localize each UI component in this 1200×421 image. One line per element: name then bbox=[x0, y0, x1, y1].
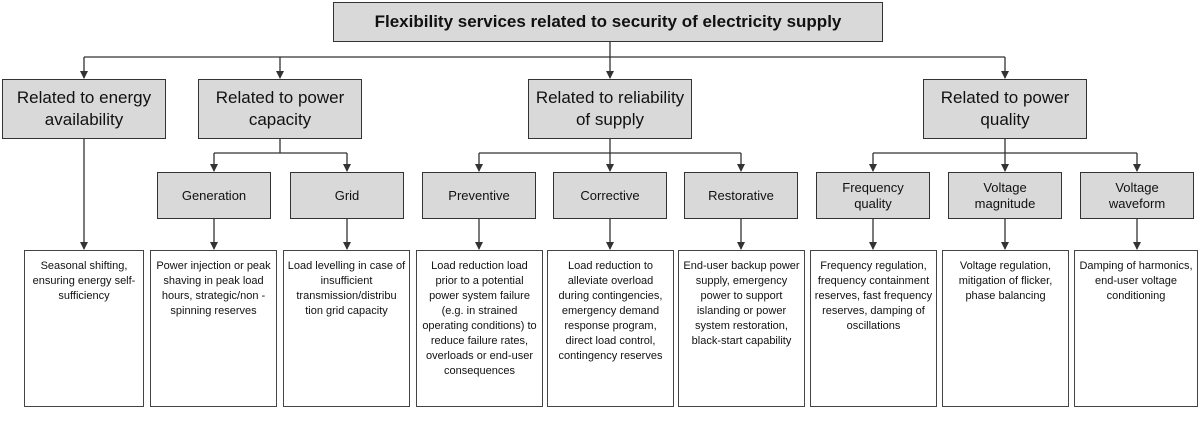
description-frequency: Frequency regulation, frequency containm… bbox=[810, 250, 937, 407]
category-energy-label: Related to energy availability bbox=[16, 88, 152, 129]
subcategory-restorative-label: Restorative bbox=[708, 187, 774, 203]
description-voltage-magnitude-text: Voltage regulation, mitigation of flicke… bbox=[958, 260, 1053, 302]
category-power-quality: Related to power quality bbox=[923, 79, 1087, 139]
description-restorative: End-user backup power supply, emergency … bbox=[678, 250, 805, 407]
subcategory-generation: Generation bbox=[157, 172, 271, 219]
description-preventive-text: Load reduction load prior to a potential… bbox=[422, 260, 537, 377]
subcategory-frequency-quality: Frequency quality bbox=[816, 172, 930, 219]
description-voltage-waveform: Damping of harmonics, end-user voltage c… bbox=[1074, 250, 1198, 407]
description-frequency-text: Frequency regulation, frequency containm… bbox=[814, 260, 933, 332]
category-power-capacity: Related to power capacity bbox=[198, 79, 362, 139]
subcategory-grid-label: Grid bbox=[334, 187, 360, 203]
description-voltage-waveform-text: Damping of harmonics, end-user voltage c… bbox=[1079, 260, 1193, 302]
description-restorative-text: End-user backup power supply, emergency … bbox=[683, 260, 800, 347]
subcategory-voltage-waveform-label: Voltage waveform bbox=[1108, 179, 1166, 211]
subcategory-frequency-label: Frequency quality bbox=[842, 179, 904, 211]
description-voltage-magnitude: Voltage regulation, mitigation of flicke… bbox=[942, 250, 1069, 407]
description-energy: Seasonal shifting, ensuring energy self-… bbox=[24, 250, 144, 407]
description-energy-text: Seasonal shifting, ensuring energy self-… bbox=[32, 260, 136, 302]
subcategory-preventive: Preventive bbox=[422, 172, 536, 219]
subcategory-corrective: Corrective bbox=[553, 172, 667, 219]
category-reliability-label: Related to reliability of supply bbox=[535, 88, 685, 129]
root-title: Flexibility services related to security… bbox=[374, 12, 842, 31]
subcategory-restorative: Restorative bbox=[684, 172, 798, 219]
description-generation-text: Power injection or peak shaving in peak … bbox=[156, 260, 271, 317]
subcategory-generation-label: Generation bbox=[181, 187, 247, 203]
subcategory-corrective-label: Corrective bbox=[580, 187, 640, 203]
subcategory-voltage-magnitude-label: Voltage magnitude bbox=[974, 179, 1036, 211]
description-preventive: Load reduction load prior to a potential… bbox=[416, 250, 543, 407]
category-reliability-of-supply: Related to reliability of supply bbox=[528, 79, 692, 139]
subcategory-voltage-magnitude: Voltage magnitude bbox=[948, 172, 1062, 219]
subcategory-voltage-waveform: Voltage waveform bbox=[1080, 172, 1194, 219]
description-grid: Load levelling in case of insufficient t… bbox=[283, 250, 410, 407]
description-grid-text: Load levelling in case of insufficient t… bbox=[287, 260, 406, 317]
subcategory-preventive-label: Preventive bbox=[448, 187, 510, 203]
category-capacity-label: Related to power capacity bbox=[215, 88, 345, 129]
category-energy-availability: Related to energy availability bbox=[2, 79, 166, 139]
description-corrective-text: Load reduction to alleviate overload dur… bbox=[558, 260, 663, 362]
root-node: Flexibility services related to security… bbox=[333, 2, 883, 42]
description-generation: Power injection or peak shaving in peak … bbox=[150, 250, 277, 407]
category-quality-label: Related to power quality bbox=[940, 88, 1070, 129]
subcategory-grid: Grid bbox=[290, 172, 404, 219]
description-corrective: Load reduction to alleviate overload dur… bbox=[547, 250, 674, 407]
